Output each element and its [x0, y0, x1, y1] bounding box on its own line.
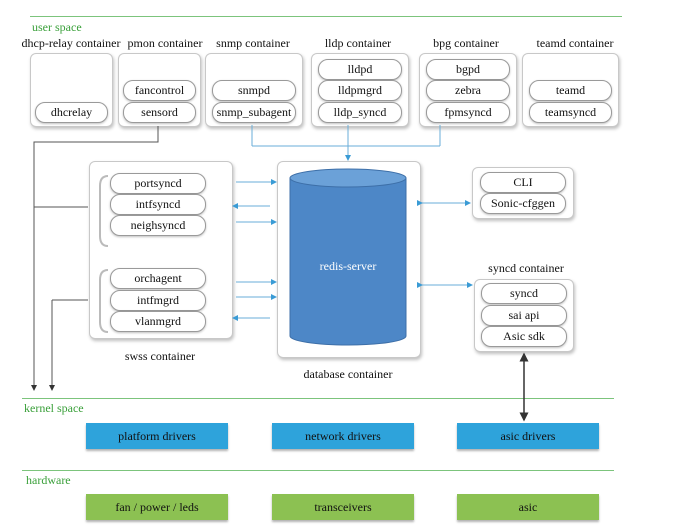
user-space-divider: [30, 16, 622, 17]
portsyncd-process: portsyncd: [110, 173, 206, 194]
fpmsyncd-process: fpmsyncd: [426, 102, 510, 123]
swss-group2-bracket: [99, 269, 109, 333]
swss-container: portsyncd intfsyncd neighsyncd orchagent…: [89, 161, 233, 339]
database-title: database container: [303, 367, 393, 381]
hardware-divider: [22, 470, 614, 471]
syncd-title: syncd container: [488, 261, 564, 275]
redis-server-cylinder: [289, 168, 407, 346]
lldpmgrd-process: lldpmgrd: [318, 80, 402, 101]
bgpd-process: bgpd: [426, 59, 510, 80]
lldpd-process: lldpd: [318, 59, 402, 80]
snmp-title: snmp container: [216, 36, 290, 50]
dhcrelay-process: dhcrelay: [35, 102, 108, 123]
neighsyncd-process: neighsyncd: [110, 215, 206, 236]
bgp-container: bgpd zebra fpmsyncd: [419, 53, 517, 127]
asic-hardware-box: asic: [457, 494, 599, 520]
intfsyncd-process: intfsyncd: [110, 194, 206, 215]
pmon-title: pmon container: [127, 36, 203, 50]
swss-title: swss container: [124, 349, 196, 363]
syncd-process: syncd: [481, 283, 567, 304]
vlanmgrd-process: vlanmgrd: [110, 311, 206, 332]
asic-drivers-box: asic drivers: [457, 423, 599, 449]
snmp-container: snmpd snmp_subagent: [205, 53, 303, 127]
sonic-cfggen-process: Sonic-cfggen: [480, 193, 566, 214]
redis-server-label: redis-server: [319, 259, 377, 273]
asic-sdk-process: Asic sdk: [481, 326, 567, 347]
syncd-container: syncd sai api Asic sdk: [474, 279, 574, 352]
kernel-space-label: kernel space: [24, 401, 84, 415]
user-space-label: user space: [32, 20, 82, 34]
platform-drivers-box: platform drivers: [86, 423, 228, 449]
intfmgrd-process: intfmgrd: [110, 290, 206, 311]
teamd-process: teamd: [529, 80, 612, 101]
snmpd-process: snmpd: [212, 80, 296, 101]
transceivers-box: transceivers: [272, 494, 414, 520]
network-drivers-box: network drivers: [272, 423, 414, 449]
bgp-title: bpg container: [433, 36, 499, 50]
sensord-process: sensord: [123, 102, 196, 123]
cli-container: CLI Sonic-cfggen: [472, 167, 574, 219]
dhcp-relay-title: dhcp-relay container: [21, 36, 121, 50]
pmon-container: fancontrol sensord: [118, 53, 201, 127]
fancontrol-process: fancontrol: [123, 80, 196, 101]
sai-api-process: sai api: [481, 305, 567, 326]
orchagent-process: orchagent: [110, 268, 206, 289]
fan-power-leds-box: fan / power / leds: [86, 494, 228, 520]
kernel-space-divider: [22, 398, 614, 399]
teamd-title: teamd container: [536, 36, 614, 50]
lldp-title: lldp container: [324, 36, 392, 50]
hardware-label: hardware: [26, 473, 71, 487]
teamsyncd-process: teamsyncd: [529, 102, 612, 123]
lldp-container: lldpd lldpmgrd lldp_syncd: [311, 53, 409, 127]
cli-process: CLI: [480, 172, 566, 193]
zebra-process: zebra: [426, 80, 510, 101]
lldp-syncd-process: lldp_syncd: [318, 102, 402, 123]
dhcp-relay-container: dhcrelay: [30, 53, 113, 127]
swss-group1-bracket: [99, 175, 109, 247]
snmp-subagent-process: snmp_subagent: [212, 102, 296, 123]
teamd-container: teamd teamsyncd: [522, 53, 619, 127]
